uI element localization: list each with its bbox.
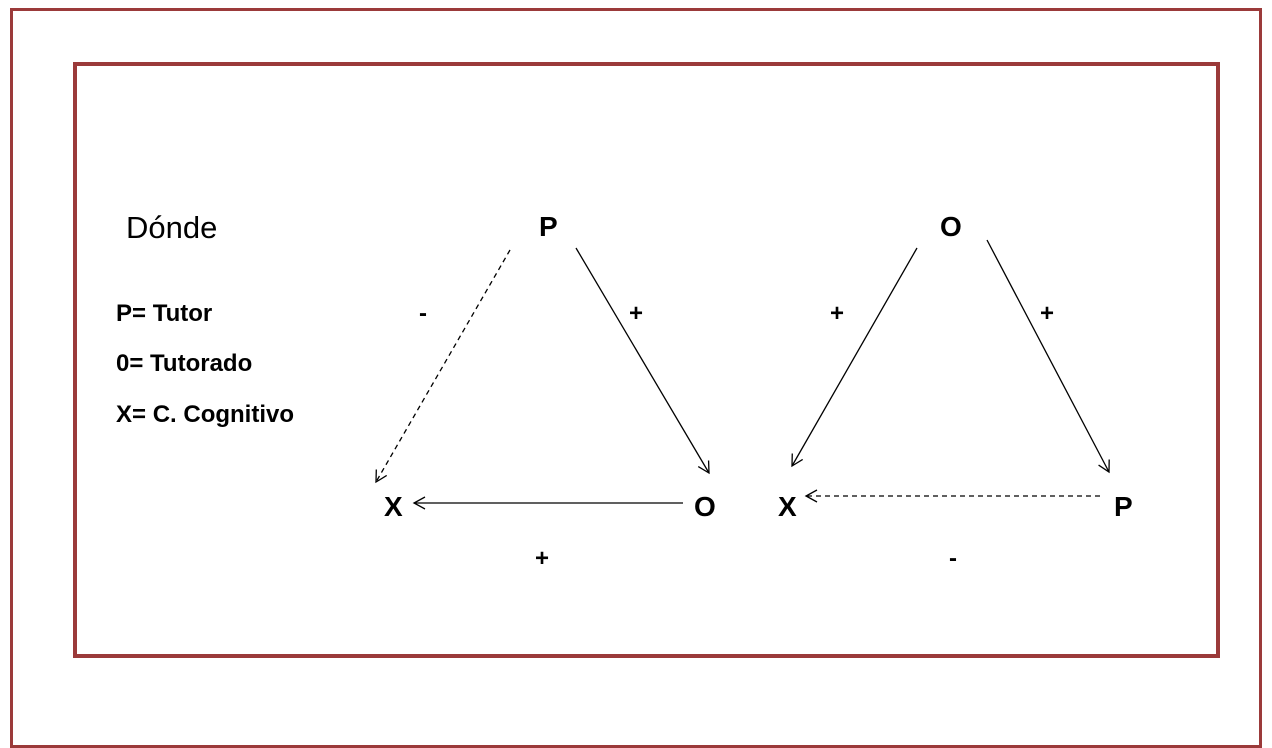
sign-left-edge-left-diagram: - <box>419 300 427 327</box>
edge-o-to-x-right <box>791 247 918 468</box>
heading: Dónde <box>126 210 218 245</box>
node-bottom-right-left-diagram: O <box>694 491 716 522</box>
legend-item-x: X= C. Cognitivo <box>116 401 295 428</box>
sign-left-edge-right-diagram: + <box>830 300 845 327</box>
edge-p-to-o-left <box>575 247 710 475</box>
node-bottom-right-right-diagram: P <box>1114 491 1133 522</box>
sign-bottom-edge-right-diagram: - <box>949 545 957 572</box>
sign-bottom-edge-left-diagram: + <box>535 545 550 572</box>
sign-right-edge-left-diagram: + <box>629 300 644 327</box>
node-top-left-diagram: P <box>539 211 558 242</box>
edge-p-to-x-left <box>375 249 511 484</box>
node-bottom-left-right-diagram: X <box>778 491 797 522</box>
node-bottom-left-left-diagram: X <box>384 491 403 522</box>
edge-o-to-p-right <box>986 239 1110 474</box>
legend-item-p: P= Tutor <box>116 300 213 327</box>
triad-diagrams <box>375 239 1110 510</box>
inner-frame <box>73 62 1220 658</box>
legend-item-o: 0= Tutorado <box>116 350 253 377</box>
sign-right-edge-right-diagram: + <box>1040 300 1055 327</box>
node-top-right-diagram: O <box>940 211 962 242</box>
